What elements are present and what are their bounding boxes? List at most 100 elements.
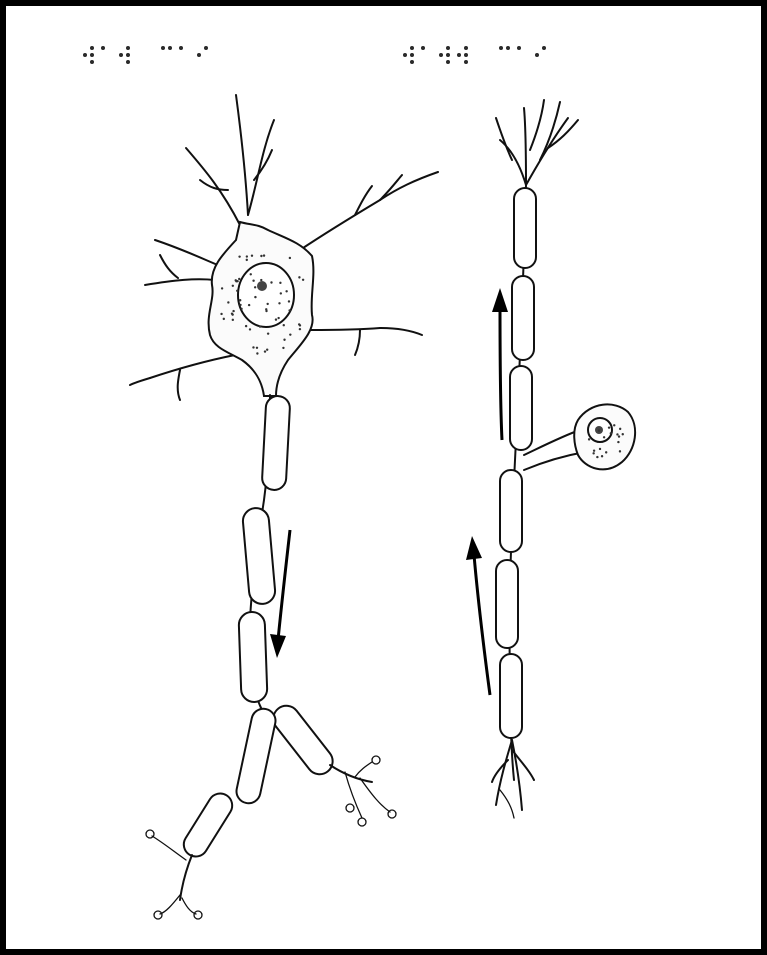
- granule: [288, 309, 290, 311]
- granule: [279, 282, 281, 284]
- granule: [236, 290, 238, 292]
- granule: [252, 346, 254, 348]
- granule: [245, 325, 247, 327]
- granule: [598, 430, 600, 432]
- granule: [270, 281, 272, 283]
- granule: [622, 433, 624, 435]
- granule: [266, 303, 268, 305]
- granule: [618, 435, 620, 437]
- motor-neuron-nucleolus: [257, 281, 267, 291]
- granule: [232, 319, 234, 321]
- granule: [249, 328, 251, 330]
- granule: [592, 452, 594, 454]
- granule: [265, 308, 267, 310]
- braille-dot: [506, 46, 510, 50]
- granule: [223, 318, 225, 320]
- braille-dot: [464, 60, 468, 64]
- granule: [267, 332, 269, 334]
- granule: [278, 302, 280, 304]
- granule: [256, 352, 258, 354]
- braille-dot: [90, 53, 94, 57]
- granule: [220, 313, 222, 315]
- granule: [254, 286, 256, 288]
- granule: [266, 349, 268, 351]
- motor-neuron-nucleus: [238, 263, 294, 327]
- granule: [263, 254, 265, 256]
- granule: [596, 456, 598, 458]
- braille-dot: [204, 46, 208, 50]
- braille-dot: [457, 53, 461, 57]
- granule: [256, 347, 258, 349]
- braille-dot: [168, 46, 172, 50]
- granule: [285, 290, 287, 292]
- granule: [599, 448, 601, 450]
- braille-dot: [126, 46, 130, 50]
- braille-dot: [542, 46, 546, 50]
- granule: [617, 441, 619, 443]
- braille-dot: [464, 46, 468, 50]
- granule: [259, 325, 261, 327]
- granule: [231, 313, 233, 315]
- granule: [280, 292, 282, 294]
- braille-dot: [126, 53, 130, 57]
- granule: [238, 278, 240, 280]
- braille-dot: [535, 53, 539, 57]
- granule: [298, 276, 300, 278]
- granule: [232, 285, 234, 287]
- braille-dot: [403, 53, 407, 57]
- granule: [246, 259, 248, 261]
- granule: [299, 328, 301, 330]
- granule: [289, 257, 291, 259]
- granule: [608, 426, 610, 428]
- granule: [260, 279, 262, 281]
- braille-dot: [119, 53, 123, 57]
- granule: [275, 318, 277, 320]
- granule: [283, 324, 285, 326]
- braille-dot: [101, 46, 105, 50]
- braille-dot: [197, 53, 201, 57]
- granule: [232, 310, 234, 312]
- granule: [248, 304, 250, 306]
- granule: [619, 428, 621, 430]
- braille-dot: [126, 60, 130, 64]
- braille-dot: [446, 46, 450, 50]
- granule: [610, 432, 612, 434]
- granule: [283, 339, 285, 341]
- braille-dot: [421, 46, 425, 50]
- granule: [593, 450, 595, 452]
- granule: [588, 438, 590, 440]
- granule: [250, 273, 252, 275]
- braille-dot: [90, 46, 94, 50]
- granule: [605, 451, 607, 453]
- granule: [601, 455, 603, 457]
- granule: [251, 255, 253, 257]
- braille-dot: [464, 53, 468, 57]
- braille-dot: [410, 53, 414, 57]
- granule: [246, 255, 248, 257]
- braille-dot: [499, 46, 503, 50]
- granule: [238, 255, 240, 257]
- granule: [260, 255, 262, 257]
- granule: [277, 317, 279, 319]
- granule: [616, 433, 618, 435]
- granule: [282, 347, 284, 349]
- granule: [613, 424, 615, 426]
- granule: [227, 301, 229, 303]
- granule: [240, 308, 242, 310]
- braille-dot: [83, 53, 87, 57]
- granule: [302, 279, 304, 281]
- granule: [264, 350, 266, 352]
- braille-dot: [410, 60, 414, 64]
- granule: [239, 299, 241, 301]
- granule: [299, 324, 301, 326]
- granule: [221, 287, 223, 289]
- granule: [619, 450, 621, 452]
- braille-dot: [517, 46, 521, 50]
- braille-dot: [161, 46, 165, 50]
- braille-dot: [446, 60, 450, 64]
- granule: [288, 300, 290, 302]
- granule: [289, 333, 291, 335]
- braille-dot: [410, 46, 414, 50]
- granule: [235, 279, 237, 281]
